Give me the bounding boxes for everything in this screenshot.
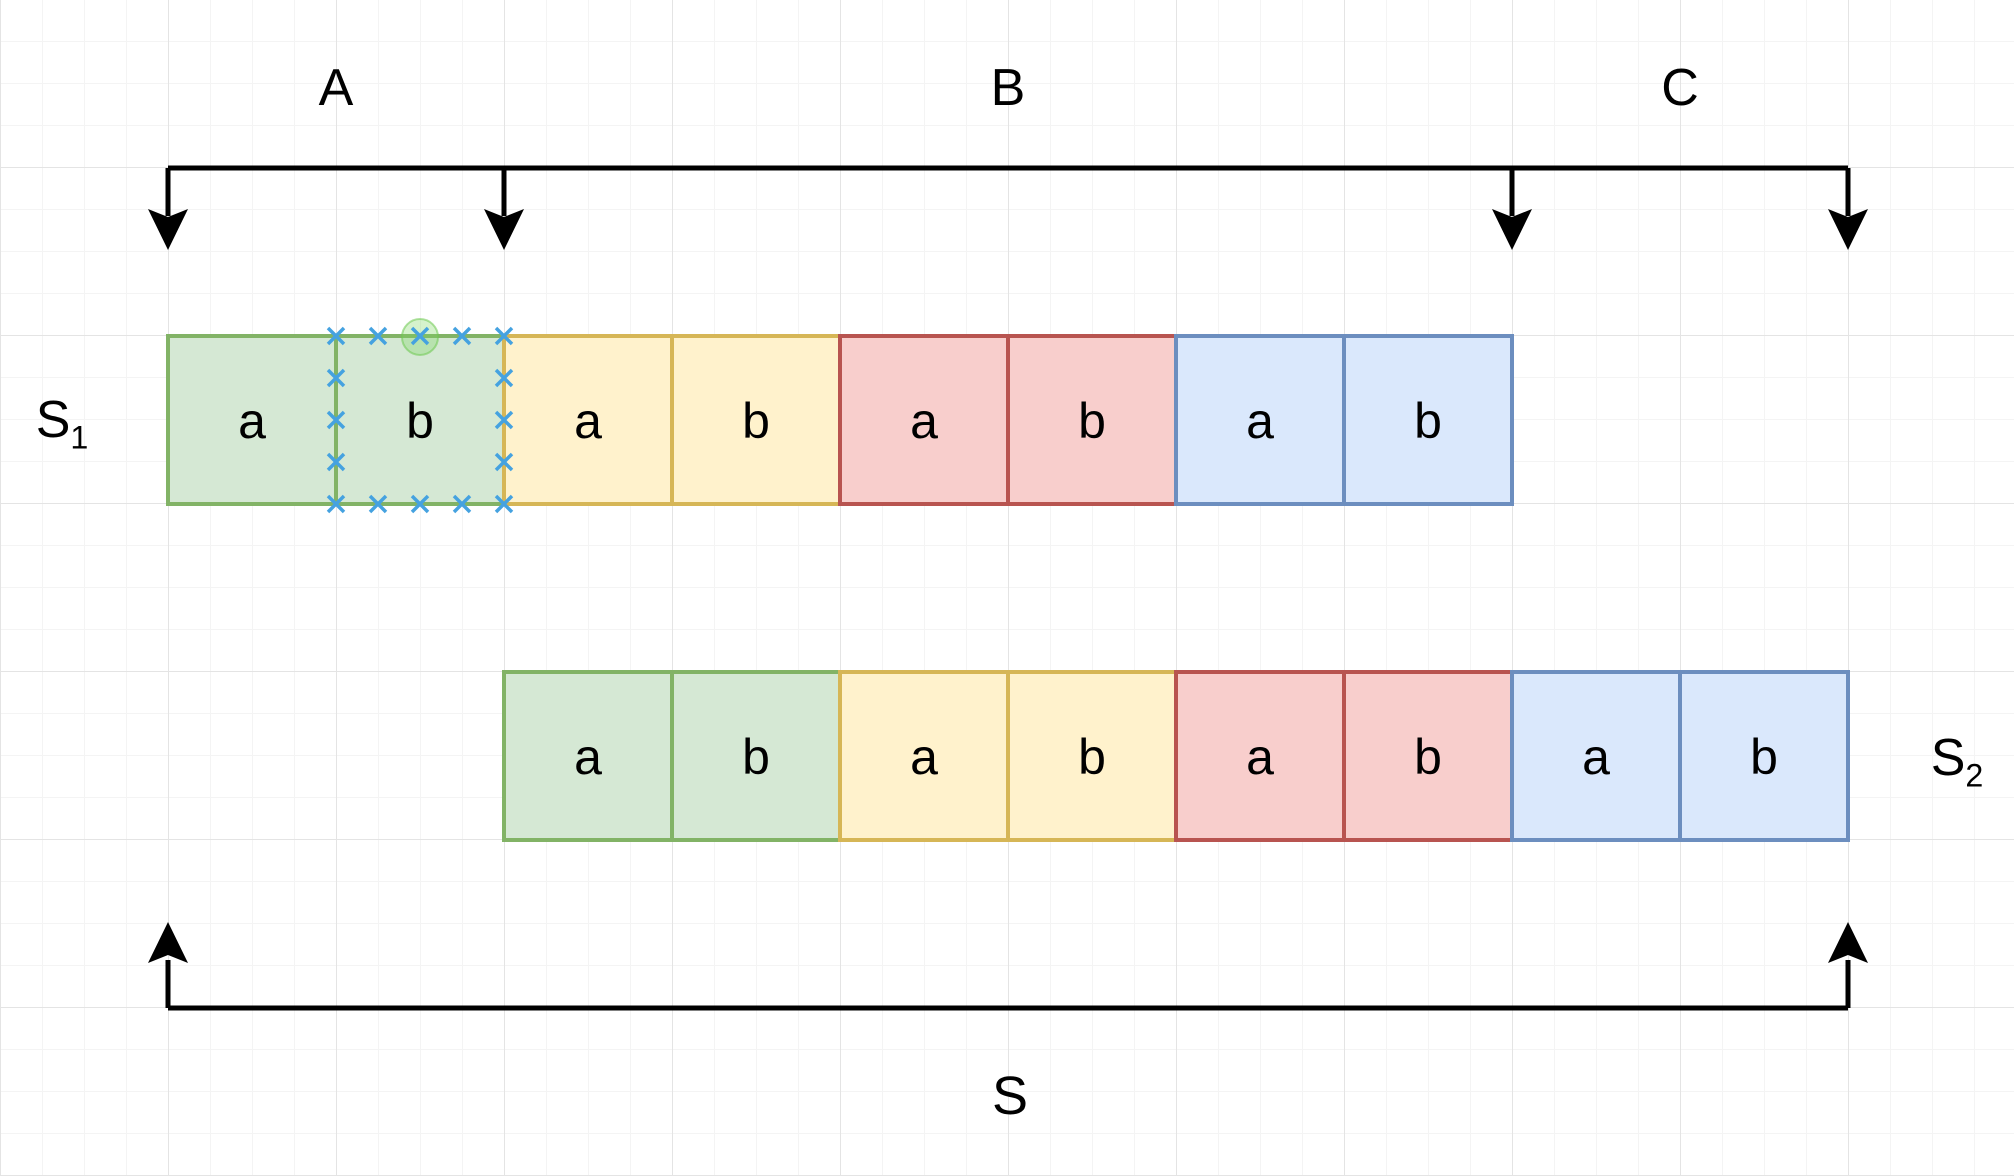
sequence-s2: a b a b a b a b [502, 670, 1850, 842]
s1-block-2-label: b [406, 393, 434, 449]
connection-point-icon[interactable] [452, 326, 472, 346]
s2-block-4-label: b [1078, 729, 1106, 785]
bottom-bracket[interactable] [148, 922, 1868, 1011]
s1-block-8[interactable] [1342, 334, 1514, 506]
s2-block-1-label: a [574, 729, 602, 785]
s1-label-subscript: 1 [70, 419, 89, 456]
connection-point-icon[interactable] [326, 368, 346, 388]
connection-point-icon[interactable] [410, 494, 430, 514]
down-arrow-icon [148, 209, 188, 250]
connection-point-icon[interactable] [368, 494, 388, 514]
s2-block-1[interactable] [502, 670, 674, 842]
s2-block-7-label: a [1582, 729, 1610, 785]
s2-block-8-label: b [1750, 729, 1778, 785]
s1-block-3[interactable] [502, 334, 674, 506]
s1-block-6-label: b [1078, 393, 1106, 449]
s1-block-7[interactable] [1174, 334, 1346, 506]
connection-point-icon[interactable] [368, 326, 388, 346]
connection-point-icon[interactable] [326, 494, 346, 514]
connection-point-icon[interactable] [326, 410, 346, 430]
s2-block-4[interactable] [1006, 670, 1178, 842]
selection-overlay [326, 318, 514, 514]
segment-label-s[interactable]: S [991, 1066, 1029, 1126]
segment-label-c[interactable]: C [1661, 59, 1699, 117]
s2-block-3-label: a [910, 729, 938, 785]
sequence-label-s2[interactable]: S2 [1930, 728, 1984, 792]
s1-label-base: S [35, 391, 71, 449]
connection-point-icon[interactable] [494, 494, 514, 514]
connection-point-icon[interactable] [494, 410, 514, 430]
connection-point-icon[interactable] [326, 452, 346, 472]
s1-block-7-label: a [1246, 393, 1274, 449]
s1-block-8-label: b [1414, 393, 1442, 449]
connection-point-icon[interactable] [410, 326, 430, 346]
s2-block-2-label: b [742, 729, 770, 785]
s2-block-3[interactable] [838, 670, 1010, 842]
segment-label-b[interactable]: B [990, 59, 1026, 117]
connection-point-icon[interactable] [452, 494, 472, 514]
top-bracket[interactable] [148, 165, 1868, 250]
s2-block-6-label: b [1414, 729, 1442, 785]
s2-label-base: S [1930, 729, 1966, 787]
connection-point-icon[interactable] [326, 326, 346, 346]
s1-block-6[interactable] [1006, 334, 1178, 506]
down-arrow-icon [484, 209, 524, 250]
s2-block-2[interactable] [670, 670, 842, 842]
connection-point-icon[interactable] [494, 368, 514, 388]
s2-block-7[interactable] [1510, 670, 1682, 842]
down-arrow-icon [1828, 209, 1868, 250]
up-arrow-icon [148, 922, 188, 963]
connection-point-icon[interactable] [494, 326, 514, 346]
s1-block-3-label: a [574, 393, 602, 449]
segment-label-a[interactable]: A [318, 59, 354, 117]
sequence-label-s1[interactable]: S1 [35, 390, 89, 454]
s2-label-subscript: 2 [1965, 757, 1984, 794]
down-arrow-icon [1492, 209, 1532, 250]
s1-block-1-label: a [238, 393, 266, 449]
s1-block-4-label: b [742, 393, 770, 449]
sequence-s1: a b a b a b a b [166, 334, 1514, 506]
connection-point-icon[interactable] [494, 452, 514, 472]
s2-block-5-label: a [1246, 729, 1274, 785]
up-arrow-icon [1828, 922, 1868, 963]
s1-block-5-label: a [910, 393, 938, 449]
s2-block-8[interactable] [1678, 670, 1850, 842]
